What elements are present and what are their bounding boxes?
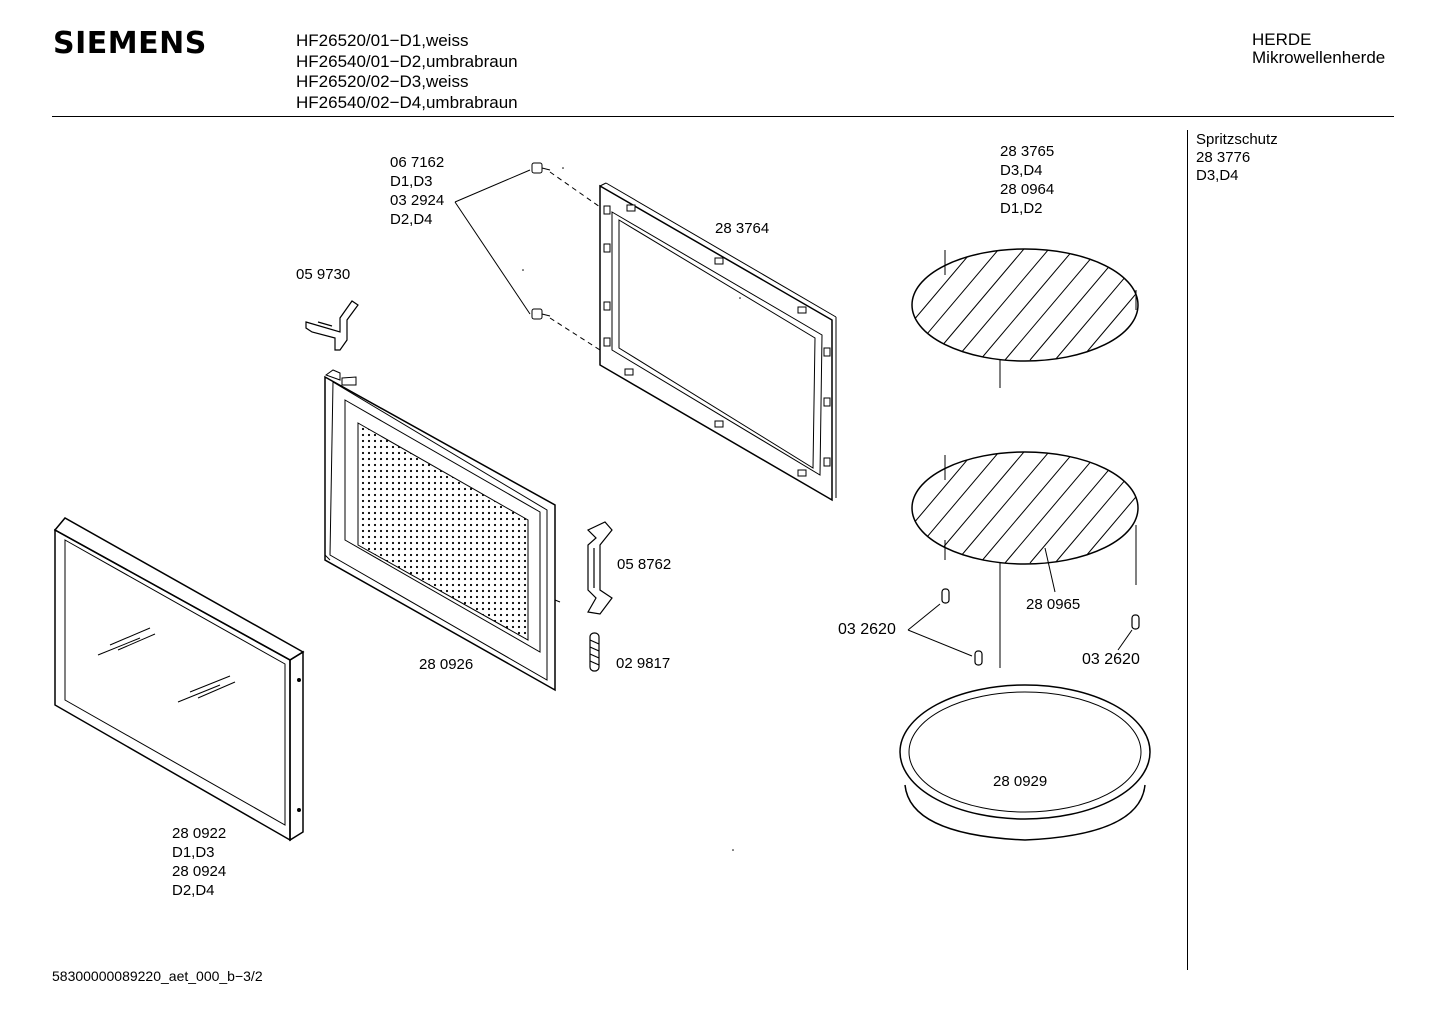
category-block: HERDE Mikrowellenherde	[1252, 31, 1385, 67]
model-line: HF26520/02−D3,weiss	[296, 72, 469, 91]
glass-panel-label-line: D2,D4	[172, 882, 215, 899]
hinge-part	[588, 522, 612, 614]
screws-label-line: D1,D3	[390, 173, 433, 190]
brand-logo: SIEMENS	[53, 26, 207, 61]
bracket-part	[306, 301, 358, 350]
model-line: HF26540/01−D2,umbrabraun	[296, 51, 518, 71]
side-note-title: Spritzschutz	[1196, 131, 1278, 148]
rack-upper-label: 28 3765 D3,D4 28 0964 D1,D2	[1000, 142, 1054, 218]
screw-lower	[532, 309, 550, 319]
side-note-part: 28 3776	[1196, 149, 1251, 166]
foot-parts	[942, 589, 1139, 665]
model-line: HF26540/02−D4,umbrabraun	[296, 92, 518, 112]
side-divider	[1187, 130, 1188, 970]
category-subtitle: Mikrowellenherde	[1252, 48, 1386, 67]
rack-upper-label-line: 28 3765	[1000, 143, 1055, 160]
category-title: HERDE	[1252, 30, 1312, 49]
foot-leader-lines	[908, 604, 1132, 656]
hinge-label: 05 8762	[617, 556, 672, 573]
side-note: Spritzschutz 28 3776 D3,D4	[1196, 131, 1278, 185]
bracket-label: 05 9730	[296, 266, 351, 283]
spring-label: 02 9817	[616, 655, 671, 672]
glass-panel-label: 28 0922 D1,D3 28 0924 D2,D4	[172, 824, 226, 900]
screws-label-line: 03 2924	[390, 192, 445, 209]
rack-upper-label-line: 28 0964	[1000, 181, 1055, 198]
rack-upper-label-line: D3,D4	[1000, 162, 1043, 179]
document-id: 58300000089220_aet_000_b−3/2	[52, 968, 263, 984]
door-inner-part	[325, 370, 560, 690]
model-line: HF26520/01−D1,weiss	[296, 31, 469, 50]
artifact-dots	[522, 167, 741, 851]
inner-frame-part	[600, 183, 836, 500]
glass-panel-label-line: 28 0924	[172, 863, 227, 880]
rack-upper-part	[880, 230, 1215, 388]
header-divider	[52, 116, 1394, 117]
screw-leader-lines	[455, 170, 600, 350]
rack-upper-label-line: D1,D2	[1000, 200, 1043, 217]
inner-frame-label: 28 3764	[715, 220, 770, 237]
rack-lower-part	[880, 433, 1215, 668]
model-list: HF26520/01−D1,weiss HF26540/01−D2,umbrab…	[296, 31, 518, 113]
rack-lower-label: 28 0965	[1026, 596, 1081, 613]
door-inner-label: 28 0926	[419, 656, 474, 673]
glass-panel-label-line: 28 0922	[172, 825, 227, 842]
spring-part	[590, 633, 599, 671]
feet-right-label: 03 2620	[1082, 651, 1140, 668]
glass-panel-label-line: D1,D3	[172, 844, 215, 861]
tray-label: 28 0929	[993, 773, 1048, 790]
tray-part	[900, 685, 1150, 840]
glass-panel-part	[55, 518, 303, 840]
feet-left-label: 03 2620	[838, 621, 896, 638]
screw-upper	[532, 163, 550, 173]
screws-label-line: 06 7162	[390, 154, 445, 171]
screws-label-line: D2,D4	[390, 211, 433, 228]
screws-label: 06 7162 D1,D3 03 2924 D2,D4	[390, 153, 444, 229]
side-note-variants: D3,D4	[1196, 167, 1239, 184]
